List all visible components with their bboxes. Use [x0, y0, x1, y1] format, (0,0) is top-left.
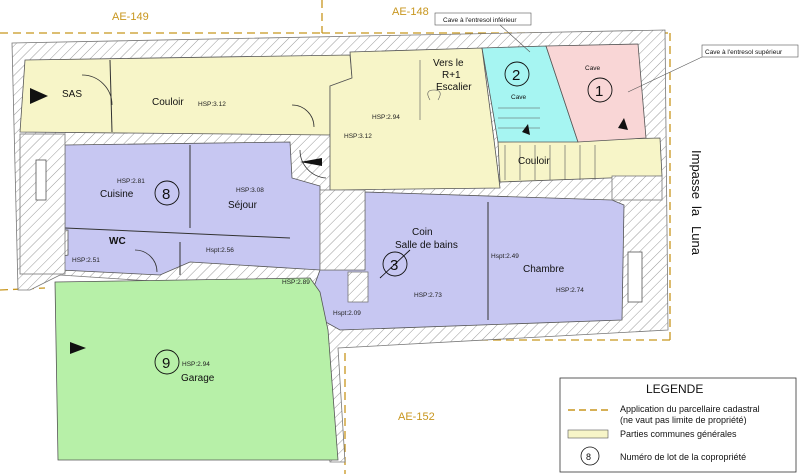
room-label-sas: SAS: [62, 89, 82, 100]
legend-item1-line1: Application du parcellaire cadastral: [620, 404, 760, 414]
room-label-cave-2: Cave: [511, 94, 527, 101]
common-area-stairs: [329, 47, 501, 191]
room-label-coin: Coin: [412, 227, 433, 238]
arrow-markers: [30, 88, 628, 354]
wall-hatch-blocks: [19, 133, 663, 303]
lot-1-number: 1: [595, 83, 603, 100]
height-hsp-2-74: HSP:2.74: [556, 287, 584, 294]
room-label-couloir-right: Couloir: [518, 156, 550, 167]
room-label-escalier-2: R+1: [442, 70, 461, 81]
callout-leader-superieur: [627, 56, 703, 93]
height-hsp-2-81-cuisine: HSP:2.81: [117, 178, 145, 185]
height-hsp-2-73: HSP:2.73: [414, 292, 442, 299]
street-word-luna: Luna: [689, 226, 704, 256]
lot-8-circle: [154, 180, 180, 206]
room-label-chambre: Chambre: [523, 264, 565, 275]
staircase: [419, 60, 596, 180]
door-arcs: [81, 74, 327, 273]
street-word-la: la: [689, 206, 704, 217]
lot-8-area: [51, 141, 321, 276]
legend-item3: Numéro de lot de la copropriété: [620, 452, 746, 462]
height-hsp-2-51: HSP:2.51: [72, 257, 100, 264]
legend-item1-line2: (ne vaut pas limite de propriété): [620, 415, 747, 425]
lot-8-number: 8: [162, 186, 170, 203]
lot-2-number: 2: [512, 67, 520, 84]
callout-box-cave-superieur: [701, 44, 799, 58]
callout-cave-superieur: Cave à l'entresol supérieur: [705, 49, 783, 56]
height-hsp-2-89: HSP:2.89: [282, 279, 310, 286]
windows: [35, 159, 643, 303]
parcel-label-ae152: AE-152: [398, 411, 435, 423]
room-label-escalier-3: Escalier: [436, 82, 472, 93]
height-hsp-2-94-garage: HSP:2.94: [182, 361, 210, 368]
height-hsp-3-08-sejour: HSP:3.08: [236, 187, 264, 194]
legend-symbol-lot-circle: [580, 446, 600, 466]
height-hspt-2-56: Hspt:2.56: [206, 247, 234, 254]
lot-3-circle: [382, 251, 408, 277]
callout-box-cave-inferieur: [434, 12, 532, 26]
room-label-couloir-top: Couloir: [152, 97, 184, 108]
lot-1-cave: [545, 43, 647, 143]
room-label-escalier-1: Vers le: [433, 58, 464, 69]
legend-symbol-common: [567, 429, 609, 439]
legend: LEGENDE Application du parcellaire cadas…: [559, 377, 797, 473]
lot-9-number: 9: [162, 355, 170, 372]
lot-2-circle: [504, 61, 530, 87]
room-label-salle-de-bains: Salle de bains: [395, 240, 458, 251]
height-hsp-2-94-stairs: HSP:2.94: [372, 114, 400, 121]
room-label-wc: WC: [109, 236, 126, 247]
lot-9-garage: [54, 277, 339, 461]
street-word-impasse: Impasse: [689, 150, 704, 199]
room-label-cave-1: Cave: [585, 65, 601, 72]
legend-item2: Parties communes générales: [620, 429, 737, 439]
callout-leader-inferieur: [499, 24, 531, 53]
parcel-label-ae149: AE-149: [112, 11, 149, 23]
callout-cave-inferieur: Cave à l'entresol inférieur: [443, 17, 517, 24]
height-annotations: HSP:3.12 HSP:2.94 HSP:3.12 HSP:2.81 HSP:…: [72, 101, 584, 368]
parcel-label-ae148: AE-148: [392, 6, 429, 18]
height-hsp-3-12-couloir: HSP:3.12: [198, 101, 226, 108]
lot-3-number: 3: [390, 257, 398, 274]
height-hspt-2-49: Hspt:2.49: [491, 253, 519, 260]
height-hspt-2-09: Hspt:2.09: [333, 310, 361, 317]
room-label-garage: Garage: [181, 373, 215, 384]
height-hsp-3-12-landing: HSP:3.12: [344, 133, 372, 140]
legend-title: LEGENDE: [646, 382, 703, 396]
room-label-sejour: Séjour: [228, 200, 258, 211]
lot-9-circle: [154, 349, 180, 375]
room-label-cuisine: Cuisine: [100, 189, 134, 200]
legend-item3-symbol: 8: [586, 452, 591, 462]
lot-3-strike: [379, 249, 411, 279]
lot-1-circle: [587, 77, 613, 103]
